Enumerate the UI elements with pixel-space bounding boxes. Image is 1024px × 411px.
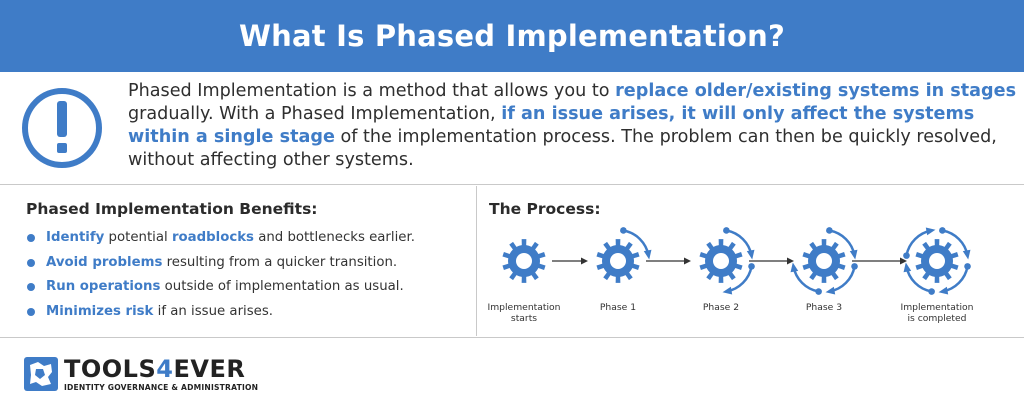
stage-label: Phase 1	[600, 302, 636, 313]
stage-label-line: Implementation	[901, 302, 974, 313]
bullet-dot	[27, 283, 35, 291]
arc-arrowhead	[790, 262, 799, 273]
benefit-text: and bottlenecks earlier.	[253, 230, 415, 245]
benefit-highlight: Identify	[46, 230, 105, 245]
stage-label-line: Phase 1	[600, 302, 636, 313]
arc-arrowhead	[962, 249, 971, 260]
process-stage: Phase 3	[790, 227, 858, 313]
footer-divider	[0, 337, 1024, 338]
benefit-text: outside of implementation as usual.	[160, 279, 404, 294]
arc-start-dot	[964, 263, 971, 270]
benefits-section: Phased Implementation Benefits: Identify…	[26, 200, 471, 324]
flow-arrow	[852, 257, 907, 265]
benefit-text: potential	[104, 230, 172, 245]
stage-label: Phase 3	[806, 302, 842, 313]
process-stage: Phase 1	[596, 227, 652, 313]
logo-wordmark: TOOLS4EVER	[64, 355, 245, 383]
bullet-dot	[27, 234, 35, 242]
gear-hole	[610, 253, 626, 269]
logo-name-main: TOOLS	[64, 355, 157, 383]
gear-hole	[516, 253, 532, 269]
benefit-item: Minimizes risk if an issue arises.	[26, 300, 471, 325]
arc-start-dot	[815, 288, 822, 295]
flow-arrow	[646, 257, 691, 265]
intro-text-part: gradually. With a Phased Implementation,	[128, 104, 502, 124]
arc-arrowhead	[825, 286, 836, 295]
benefit-highlight: roadblocks	[171, 230, 254, 245]
logo-name-accent: 4	[156, 355, 174, 383]
benefit-item: Avoid problems resulting from a quicker …	[26, 251, 471, 276]
intro-highlight: if an issue arises, it will only affect …	[128, 104, 975, 147]
flow-arrowhead	[684, 257, 691, 265]
benefit-text: resulting from a quicker transition.	[162, 254, 398, 270]
benefit-item: Run operations outside of implementation…	[26, 275, 471, 300]
gear-hole	[713, 253, 729, 269]
arc-start-dot	[826, 227, 833, 234]
arc-start-dot	[939, 227, 946, 234]
benefit-highlight: Run operations	[46, 279, 161, 294]
section-divider	[0, 184, 1024, 185]
flow-arrowhead	[787, 257, 794, 265]
benefit-item: Identify potential roadblocks and bottle…	[26, 226, 471, 251]
arc-arrowhead	[903, 262, 912, 273]
intro-paragraph: Phased Implementation is a method that a…	[128, 80, 1020, 172]
arc-start-dot	[851, 263, 858, 270]
gear-hole	[929, 253, 945, 269]
arc-start-dot	[903, 252, 910, 259]
arc-start-dot	[748, 263, 755, 270]
stage-label-line: is completed	[907, 313, 966, 324]
flow-arrowhead	[581, 257, 588, 265]
benefit-highlight: Avoid problems	[46, 254, 163, 270]
flow-arrowhead	[900, 257, 907, 265]
arc-arrowhead	[938, 286, 949, 295]
process-stage: Phase 2	[699, 227, 755, 313]
process-title: The Process:	[489, 200, 601, 218]
gear-hole	[816, 253, 832, 269]
arc-arrowhead	[849, 249, 858, 260]
logo-tagline: IDENTITY GOVERNANCE & ADMINISTRATION	[64, 383, 259, 392]
arc-arrowhead	[643, 249, 652, 260]
bullet-dot	[27, 307, 35, 316]
page-title: What Is Phased Implementation?	[238, 19, 786, 53]
column-divider	[476, 186, 477, 336]
arc-start-dot	[928, 288, 935, 295]
arc-arrowhead	[722, 286, 733, 295]
exclamation-circle-icon	[22, 88, 102, 168]
flow-arrow	[552, 257, 588, 265]
arc-start-dot	[620, 227, 627, 234]
stage-label-line: Phase 2	[703, 302, 739, 313]
stage-label-line: Implementation	[488, 302, 561, 313]
logo-name-end: EVER	[173, 355, 246, 383]
arc-arrowhead	[746, 249, 755, 260]
stage-label: Phase 2	[703, 302, 739, 313]
benefits-list: Identify potential roadblocks and bottle…	[26, 226, 471, 324]
intro-text-part: of the implementation process. The probl…	[128, 127, 997, 170]
company-logo: TOOLS4EVER IDENTITY GOVERNANCE & ADMINIS…	[24, 355, 284, 395]
tools4ever-logo-icon	[24, 357, 58, 391]
stage-label-line: starts	[511, 313, 537, 324]
stage-label-line: Phase 3	[806, 302, 842, 313]
intro-highlight: replace older/existing systems in stages	[615, 81, 1017, 101]
benefits-title: Phased Implementation Benefits:	[26, 200, 318, 218]
intro-text-part: Phased Implementation is a method that a…	[128, 81, 616, 101]
flow-arrow	[749, 257, 794, 265]
arc-start-dot	[723, 227, 730, 234]
benefit-text: if an issue arises.	[153, 303, 273, 319]
title-banner: What Is Phased Implementation?	[0, 0, 1024, 72]
benefit-highlight: Minimizes risk	[46, 303, 154, 319]
arc-arrowhead	[925, 227, 936, 236]
bullet-dot	[27, 258, 35, 267]
